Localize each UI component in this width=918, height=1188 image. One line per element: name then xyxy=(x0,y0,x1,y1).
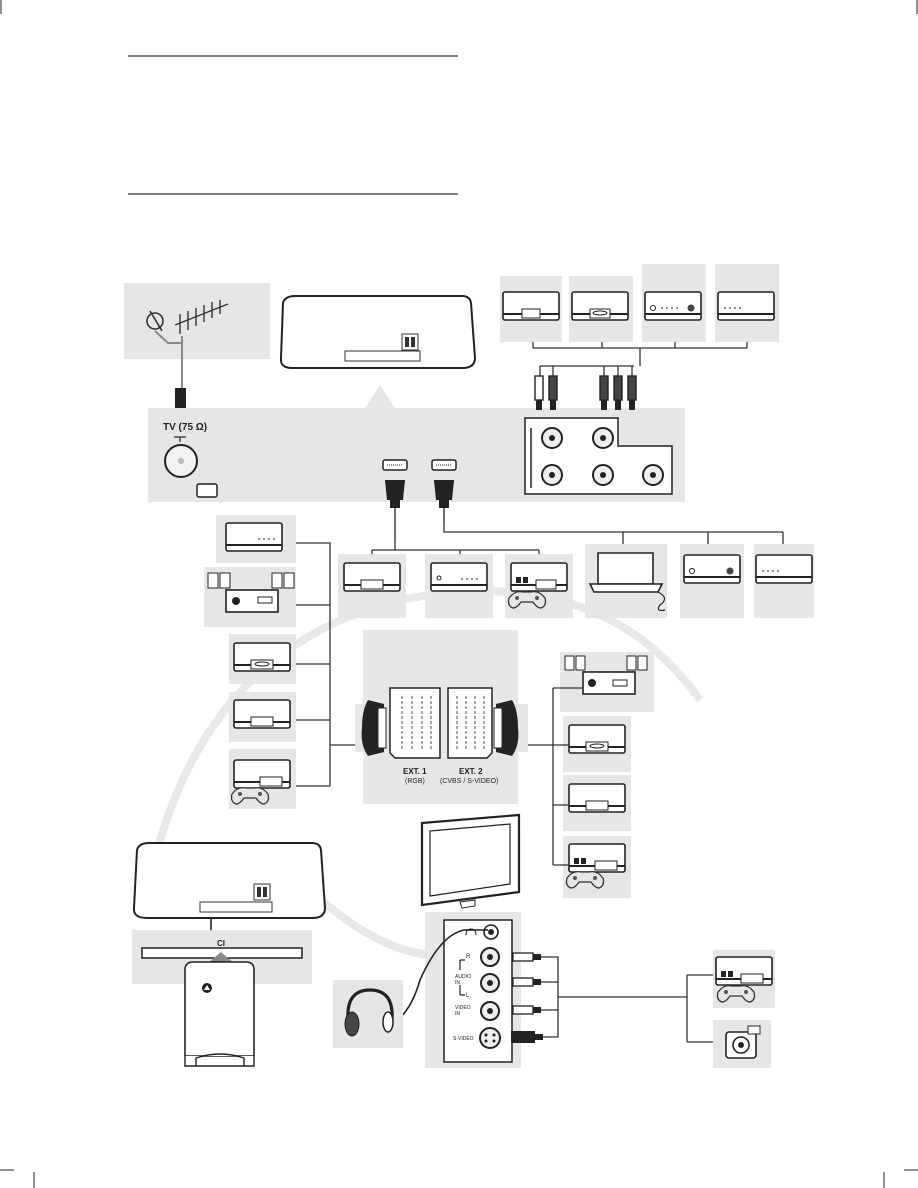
tv-back-top xyxy=(279,295,477,369)
dvd-icon-ext1 xyxy=(233,642,291,672)
dvd-device-icon xyxy=(571,291,629,321)
rca-plugs xyxy=(534,375,637,410)
ext1-label: EXT. 1 xyxy=(403,767,427,776)
ext1-devices xyxy=(204,515,355,809)
console-icon-ext1 xyxy=(233,759,291,789)
satellite-receiver-icon xyxy=(644,291,702,321)
audio-l-label: L xyxy=(466,993,470,999)
scart-socket-ext2 xyxy=(447,687,493,759)
ext2-sublabel: (CVBS / S-VIDEO) xyxy=(440,778,498,785)
cable-box-icon xyxy=(755,554,813,584)
scart-plug-left xyxy=(361,700,387,756)
vcr-icon-ext1 xyxy=(233,699,291,729)
headphones-icon xyxy=(344,988,394,1037)
tv-front xyxy=(420,813,521,909)
scart-plug-right xyxy=(493,700,519,756)
vcr-icon-ext2 xyxy=(568,783,626,813)
receiver-icon-ext1 xyxy=(225,522,283,552)
headphones-panel xyxy=(333,980,403,1048)
component-audio-block xyxy=(524,417,673,495)
hifi-system-icon-ext2 xyxy=(564,655,648,695)
hdmi-socket-2 xyxy=(431,459,457,471)
ci-panel: CI xyxy=(132,930,312,1067)
hdmi-plug-2 xyxy=(434,480,454,522)
side-rca-cables xyxy=(511,952,713,1043)
hdmi-devices xyxy=(338,522,814,618)
antenna-icon xyxy=(174,300,229,334)
tv-back-bottom xyxy=(132,842,327,930)
scart-socket-ext1 xyxy=(389,687,441,759)
dvd-icon-ext2 xyxy=(568,724,626,754)
tv-input-label: TV (75 Ω) xyxy=(163,422,207,433)
headphone-icon xyxy=(465,928,477,936)
satellite-dish-icon xyxy=(146,310,164,332)
svideo-label: S-VIDEO xyxy=(453,1036,474,1042)
svideo-jack xyxy=(479,1027,501,1049)
console-icon-ext2 xyxy=(568,843,626,873)
ci-module-card xyxy=(184,961,255,1067)
rear-connector-panel: TV (75 Ω) xyxy=(148,375,685,540)
audio-r-label: R xyxy=(466,954,471,960)
hifi-system-icon xyxy=(207,572,295,613)
game-console-icon xyxy=(510,562,568,592)
scart-panel: EXT. 1 (RGB) EXT. 2 (CVBS / S-VIDEO) xyxy=(355,630,528,804)
service-port xyxy=(196,483,218,498)
ext2-label: EXT. 2 xyxy=(459,767,483,776)
satellite-box-icon xyxy=(683,554,741,584)
antenna-panel xyxy=(124,283,270,414)
hdmi-plug-1 xyxy=(385,480,405,540)
side-devices xyxy=(713,950,775,1068)
top-right-devices xyxy=(500,264,779,376)
console-icon-side xyxy=(715,956,773,986)
vcr-device-icon xyxy=(502,291,560,321)
ci-slot-label: CI xyxy=(217,939,225,948)
settop-box-icon xyxy=(717,291,775,321)
ext1-sublabel: (RGB) xyxy=(405,778,425,785)
hdmi-socket-1 xyxy=(382,459,408,471)
ext2-devices xyxy=(528,652,654,898)
laptop-icon xyxy=(588,552,666,612)
camcorder-icon xyxy=(725,1025,761,1059)
dvd-recorder-icon xyxy=(343,562,401,592)
coax-plug xyxy=(175,388,186,408)
set-top-box-icon xyxy=(430,562,488,592)
